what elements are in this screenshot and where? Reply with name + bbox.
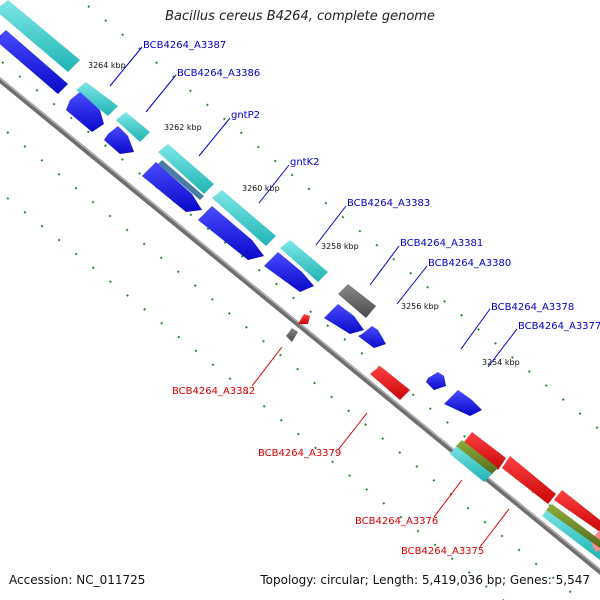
scale-tick-label: 3254 kbp — [482, 358, 520, 367]
leader-plus — [487, 328, 518, 368]
leader-plus — [315, 205, 347, 246]
cds-plus[interactable] — [104, 126, 134, 154]
scale-tick-label: 3256 kbp — [401, 302, 439, 311]
plus-gene-labels: BCB4264_A3387 BCB4264_A3386 gntP2 gntK2 … — [143, 40, 600, 332]
cds-plus[interactable] — [444, 390, 482, 416]
leader-minus — [479, 508, 510, 548]
minus-strand-cds — [298, 314, 600, 552]
gene-label-plus[interactable]: BCB4264_A3381 — [400, 238, 483, 249]
guide-tracks — [0, 5, 600, 600]
genome-summary: Topology: circular; Length: 5,419,036 bp… — [260, 573, 590, 587]
rna-feature[interactable] — [116, 112, 150, 142]
rna-feature[interactable] — [158, 144, 214, 194]
cds-plus[interactable] — [198, 206, 264, 260]
genome-title: Bacillus cereus B4264, complete genome — [165, 9, 435, 24]
rna-feature[interactable] — [212, 190, 276, 246]
other-feature[interactable] — [546, 504, 600, 548]
minus-gene-labels: BCB4264_A3382 BCB4264_A3379 BCB4264_A337… — [172, 386, 484, 557]
cds-minus[interactable] — [464, 432, 506, 470]
genome-backbone — [0, 76, 600, 575]
cds-plus[interactable] — [324, 304, 364, 334]
leader-plus — [460, 308, 491, 350]
rna-feature-shadow — [158, 160, 204, 200]
other-feature[interactable] — [456, 440, 498, 474]
pseudogene[interactable] — [338, 284, 376, 318]
leader-plus — [396, 265, 428, 305]
cds-plus[interactable] — [142, 162, 202, 212]
rna-feature[interactable] — [450, 444, 492, 482]
gene-label-plus[interactable]: BCB4264_A3380 — [428, 258, 511, 269]
accession-label: Accession: NC_011725 — [9, 573, 146, 587]
cds-plus[interactable] — [358, 326, 386, 348]
rna-feature[interactable] — [76, 82, 118, 116]
label-leaders — [109, 46, 518, 548]
leader-minus — [337, 412, 368, 451]
scale-tick-label: 3262 kbp — [164, 123, 202, 132]
rna-feature[interactable] — [542, 506, 600, 560]
pseudogenes — [286, 284, 376, 342]
rna-feature[interactable] — [280, 240, 328, 282]
plus-strand-cds — [0, 30, 482, 416]
scale-tick-label: 3260 kbp — [242, 184, 280, 193]
gene-label-plus[interactable]: BCB4264_A3386 — [177, 68, 260, 79]
gene-label-minus[interactable]: BCB4264_A3375 — [401, 546, 484, 557]
rna-features — [0, 0, 600, 560]
cds-plus[interactable] — [66, 92, 104, 132]
leader-plus — [109, 46, 143, 87]
scale-tick-label: 3264 kbp — [88, 61, 126, 70]
leader-plus — [198, 117, 231, 157]
cds-minus[interactable] — [298, 314, 310, 324]
other-features — [456, 440, 600, 548]
scale-ticks: 3264 kbp 3262 kbp 3260 kbp 3258 kbp 3256… — [88, 61, 520, 367]
cds-minus[interactable] — [502, 456, 556, 504]
gene-label-plus[interactable]: BCB4264_A3378 — [491, 302, 574, 313]
cds-plus[interactable] — [426, 372, 446, 390]
leader-plus — [145, 74, 177, 113]
leader-plus — [369, 245, 400, 286]
leader-minus — [433, 479, 463, 518]
guide-track-outer-1 — [87, 5, 600, 431]
gene-label-minus[interactable]: BCB4264_A3376 — [355, 516, 438, 527]
leader-minus — [251, 346, 283, 387]
gene-label-plus[interactable]: gntK2 — [290, 157, 320, 168]
gene-label-plus[interactable]: gntP2 — [231, 110, 260, 121]
rna-feature[interactable] — [0, 0, 80, 72]
cds-minus[interactable] — [370, 366, 410, 400]
gene-label-minus[interactable]: BCB4264_A3379 — [258, 448, 341, 459]
gene-label-plus[interactable]: BCB4264_A3383 — [347, 198, 430, 209]
backbone-line — [0, 76, 600, 575]
cds-minus[interactable] — [554, 490, 600, 532]
scale-tick-label: 3258 kbp — [321, 242, 359, 251]
cds-plus[interactable] — [264, 252, 314, 292]
backbone-highlight — [0, 77, 600, 571]
gene-label-minus[interactable]: BCB4264_A3382 — [172, 386, 255, 397]
gene-label-plus[interactable]: BCB4264_A3387 — [143, 40, 226, 51]
pseudogene[interactable] — [286, 328, 298, 342]
cds-plus[interactable] — [0, 30, 68, 94]
leader-plus — [258, 164, 290, 204]
gene-label-plus[interactable]: BCB4264_A3377 — [518, 321, 600, 332]
